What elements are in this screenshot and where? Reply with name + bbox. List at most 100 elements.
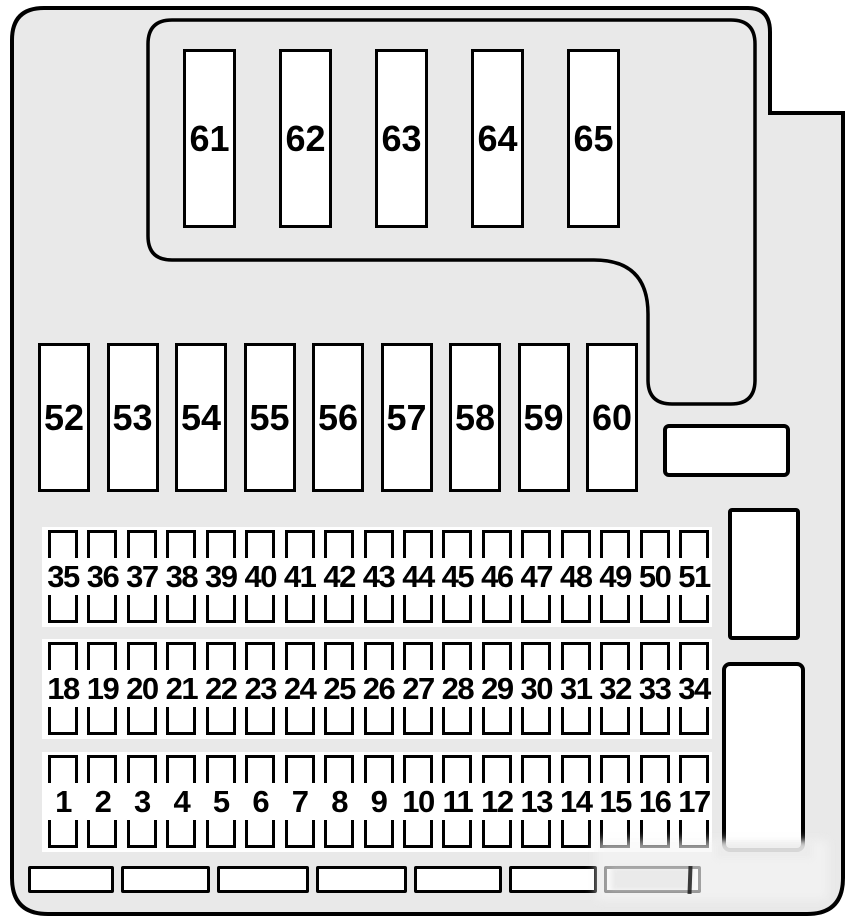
fuse-64: 64 — [471, 49, 524, 228]
fuse-number-label: 13 — [520, 783, 554, 819]
fuse-terminal-top — [363, 642, 394, 670]
fuse-32: 32 — [599, 639, 632, 739]
fuse-terminal-bottom — [87, 707, 118, 735]
fuse-number-label: 12 — [481, 783, 514, 819]
fuse-number-label: 36 — [86, 558, 120, 594]
fuse-terminal-bottom — [363, 707, 394, 735]
fuse-1: 1 — [48, 752, 78, 852]
fuse-number-label: 5 — [212, 783, 230, 819]
fuse-terminal-bottom — [679, 595, 709, 623]
fuse-terminal-bottom — [560, 707, 591, 735]
fuse-62: 62 — [279, 49, 332, 228]
fuse-54: 54 — [175, 343, 227, 492]
fuse-number-label: 19 — [86, 670, 120, 706]
bottom-connector — [316, 866, 407, 893]
fuse-terminal-bottom — [205, 820, 236, 848]
fuse-27: 27 — [402, 639, 435, 739]
fuse-3: 3 — [126, 752, 157, 852]
unlabeled-connector-block-middle — [663, 424, 790, 477]
fuse-6: 6 — [245, 752, 276, 852]
fuse-number-label: 25 — [323, 670, 356, 706]
fuse-terminal-bottom — [166, 595, 197, 623]
fuse-terminal-bottom — [126, 595, 157, 623]
fuse-terminal-bottom — [87, 820, 118, 848]
fuse-terminal-top — [48, 755, 78, 783]
fuse-terminal-top — [205, 642, 236, 670]
fuse-number-label: 50 — [638, 558, 672, 594]
fuse-number-label: 46 — [481, 558, 514, 594]
fuse-50: 50 — [638, 527, 672, 627]
fuse-31: 31 — [560, 639, 593, 739]
fuse-58: 58 — [449, 343, 501, 492]
fuse-terminal-top — [324, 642, 355, 670]
fuse-terminal-top — [560, 642, 591, 670]
fuse-46: 46 — [481, 527, 514, 627]
fuse-61: 61 — [183, 49, 236, 228]
fuse-terminal-bottom — [284, 707, 315, 735]
fuse-17: 17 — [678, 752, 711, 852]
fuse-number-label: 42 — [323, 558, 356, 594]
fuse-2: 2 — [87, 752, 118, 852]
fuse-terminal-bottom — [521, 595, 552, 623]
fuse-28: 28 — [441, 639, 475, 739]
fuse-terminal-bottom — [324, 595, 355, 623]
fuse-4: 4 — [166, 752, 197, 852]
fuse-terminal-bottom — [481, 820, 512, 848]
fuse-55: 55 — [243, 343, 296, 492]
fuse-number-label: 48 — [559, 558, 593, 594]
fuse-terminal-top — [521, 755, 552, 783]
fuse-terminal-bottom — [48, 707, 78, 735]
fuse-37: 37 — [126, 527, 159, 627]
fuse-number-label: 23 — [244, 670, 277, 706]
fuse-terminal-top — [284, 530, 315, 558]
fuse-number-label: 45 — [441, 558, 475, 594]
fuse-terminal-bottom — [245, 707, 276, 735]
fuse-terminal-top — [245, 530, 276, 558]
fuse-number-label: 3 — [134, 783, 151, 819]
fuse-63: 63 — [375, 49, 428, 228]
fuse-number-label: 14 — [559, 783, 593, 819]
fuse-terminal-top — [87, 755, 118, 783]
fuse-number-label: 16 — [638, 783, 672, 819]
fuse-5: 5 — [205, 752, 236, 852]
fuse-terminal-bottom — [639, 707, 670, 735]
fuse-terminal-top — [481, 755, 512, 783]
bottom-connector — [217, 866, 309, 893]
fuse-59: 59 — [517, 343, 570, 492]
fuse-terminal-bottom — [402, 820, 433, 848]
fuse-terminal-top — [521, 642, 552, 670]
fuse-29: 29 — [481, 639, 514, 739]
fuse-terminal-top — [245, 755, 276, 783]
fuse-terminal-bottom — [600, 595, 631, 623]
fuse-38: 38 — [165, 527, 199, 627]
fuse-terminal-bottom — [442, 595, 473, 623]
fuse-26: 26 — [363, 639, 396, 739]
fuse-47: 47 — [521, 527, 554, 627]
fuse-52: 52 — [38, 343, 90, 492]
fuse-number-label: 6 — [252, 783, 269, 819]
fuse-number-label: 28 — [441, 670, 475, 706]
fuse-25: 25 — [323, 639, 356, 739]
fuse-number-label: 29 — [481, 670, 514, 706]
fuse-terminal-top — [363, 755, 394, 783]
fuse-terminal-top — [126, 642, 157, 670]
fuse-terminal-bottom — [48, 820, 78, 848]
fuse-terminal-top — [48, 642, 78, 670]
fuse-45: 45 — [441, 527, 475, 627]
fuse-number-label: 21 — [165, 670, 199, 706]
fuse-number-label: 40 — [244, 558, 277, 594]
fuse-number-label: 38 — [165, 558, 199, 594]
fuse-19: 19 — [86, 639, 120, 739]
fuse-terminal-top — [442, 530, 473, 558]
fuse-22: 22 — [205, 639, 238, 739]
fuse-terminal-bottom — [679, 707, 709, 735]
fuse-terminal-top — [600, 642, 631, 670]
fuse-7: 7 — [284, 752, 315, 852]
fuse-number-label: 2 — [94, 783, 112, 819]
